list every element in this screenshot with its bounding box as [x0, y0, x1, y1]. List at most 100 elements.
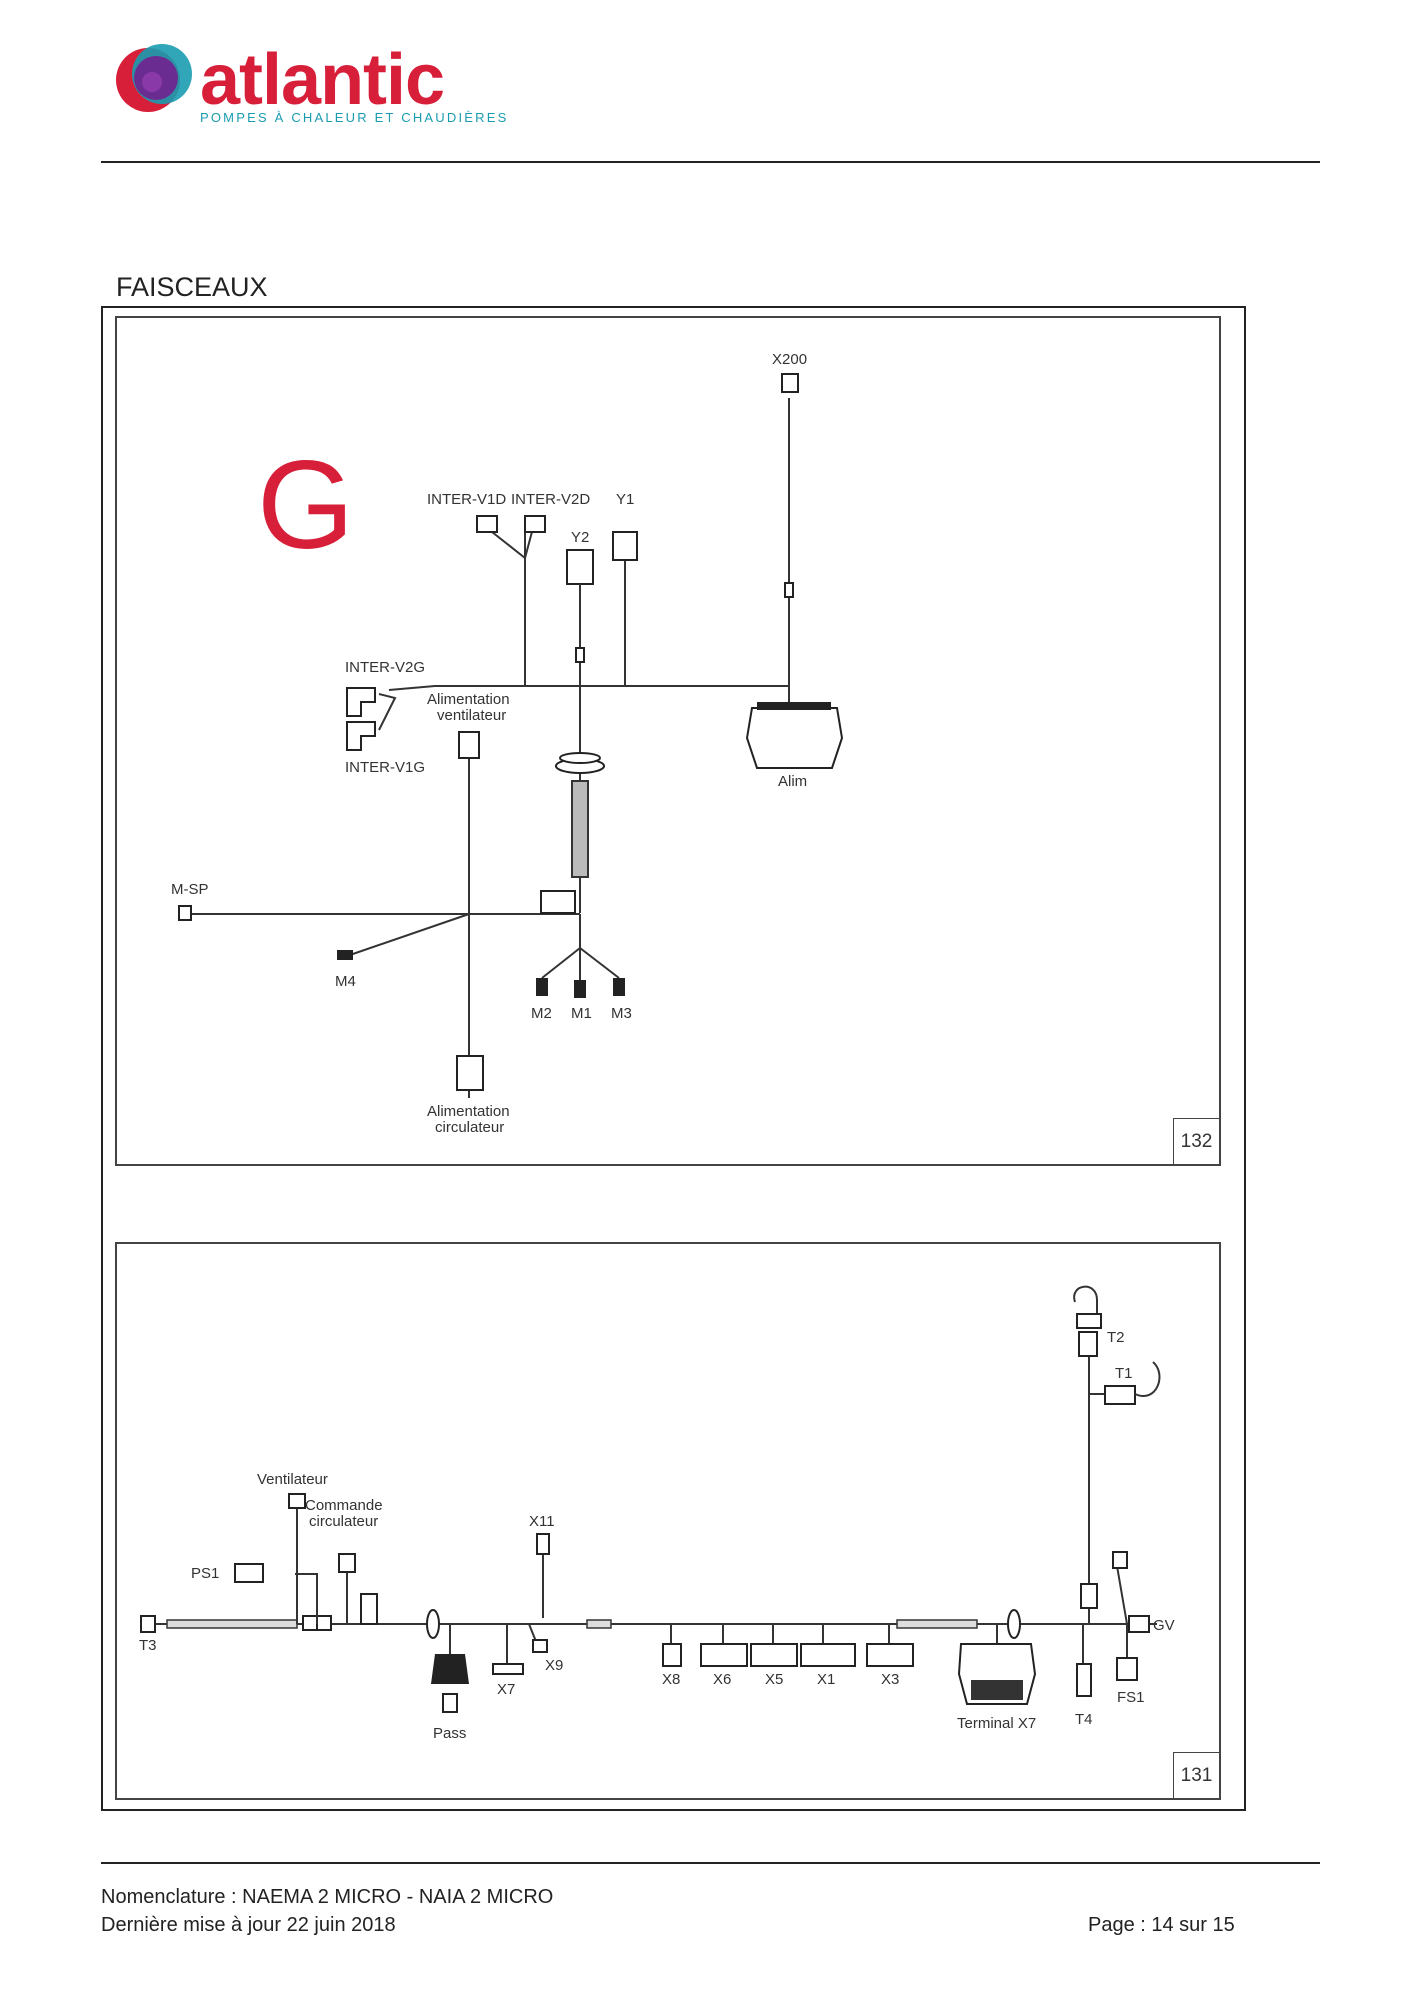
wire-m4 [346, 913, 470, 957]
label-x3: X3 [881, 1671, 899, 1688]
label-alim: Alim [778, 773, 807, 790]
wire-board-connectors [670, 1624, 890, 1644]
inter-v1g-connector [346, 721, 376, 751]
label-x5: X5 [765, 1671, 783, 1688]
label-t1: T1 [1115, 1365, 1133, 1382]
harness-diagram-131: T3 PS1 Ventilateur Commande circulateur … [115, 1242, 1221, 1800]
fs1-connector [1116, 1657, 1138, 1681]
alim-pins [757, 702, 831, 710]
label-msp: M-SP [171, 881, 209, 898]
grommet-left [426, 1609, 440, 1639]
label-m1: M1 [571, 1005, 592, 1022]
alim-circ-connector [456, 1055, 484, 1091]
label-x200: X200 [772, 351, 807, 368]
upper-clip [1112, 1551, 1128, 1569]
y1-connector [612, 531, 638, 561]
logo-mark-icon [116, 44, 192, 112]
brand-name: atlantic [200, 40, 445, 120]
diagram-frame [101, 306, 1246, 1811]
x200-connector [781, 373, 799, 393]
label-inter-v2g: INTER-V2G [345, 659, 425, 676]
t-splice [1080, 1583, 1098, 1609]
panel-number-131: 131 [1173, 1752, 1219, 1798]
inline-splice [784, 582, 794, 598]
x8-connector [662, 1643, 682, 1667]
wire-inter-v-g-fork [378, 693, 397, 731]
t4-connector [1076, 1663, 1092, 1697]
label-y1: Y1 [616, 491, 634, 508]
label-x1: X1 [817, 1671, 835, 1688]
gv-connector [1128, 1615, 1150, 1633]
alim-vent-connector [458, 731, 480, 759]
splice-box-b [316, 1615, 332, 1631]
wire-inter-v-g [388, 685, 436, 691]
t1-cable [1134, 1361, 1161, 1397]
harness-131-drawing: T3 PS1 Ventilateur Commande circulateur … [139, 1285, 1175, 1742]
x5-connector [750, 1643, 798, 1667]
t1-connector [1104, 1385, 1136, 1405]
footer-nomenclature: Nomenclature : NAEMA 2 MICRO - NAIA 2 MI… [101, 1886, 554, 1908]
label-x11: X11 [529, 1513, 555, 1530]
label-commande-1: Commande [305, 1497, 383, 1514]
footer-divider [101, 1862, 1320, 1864]
brand-tagline: POMPES À CHALEUR ET CHAUDIÈRES [200, 110, 509, 125]
variant-letter: G [257, 436, 354, 575]
m3-connector [613, 978, 625, 996]
x11-connector [536, 1533, 550, 1555]
label-t2: T2 [1107, 1329, 1125, 1346]
board-connector [360, 1593, 378, 1625]
inter-v1d-connector [476, 515, 498, 533]
commande-connector [338, 1553, 356, 1573]
alim-connector [745, 707, 844, 769]
splice-1 [586, 1619, 612, 1629]
m2-connector [536, 978, 548, 996]
label-inter-v2d: INTER-V2D [511, 491, 590, 508]
label-commande-2: circulateur [309, 1513, 378, 1530]
footer-page-number: Page : 14 sur 15 [1088, 1914, 1235, 1936]
sleeve-right [896, 1619, 978, 1629]
panel-number-132: 132 [1173, 1118, 1219, 1164]
label-alim-vent-2: ventilateur [437, 707, 506, 724]
label-inter-v1g: INTER-V1G [345, 759, 425, 776]
t3-connector [140, 1615, 156, 1633]
label-fs1: FS1 [1117, 1689, 1145, 1706]
x6-connector [700, 1643, 748, 1667]
label-alim-vent-1: Alimentation [427, 691, 510, 708]
x3-connector [866, 1643, 914, 1667]
label-x9: X9 [545, 1657, 563, 1674]
inter-v2g-connector [346, 687, 376, 717]
sleeve-left [166, 1619, 298, 1629]
label-x8: X8 [662, 1671, 680, 1688]
label-terminal-x7: Terminal X7 [957, 1715, 1036, 1732]
wire-motors [541, 914, 620, 980]
harness-g-drawing: G X200 Alim INTER-V1D INTER-V2D Y1 Y2 [171, 351, 844, 1136]
label-ventilateur: Ventilateur [257, 1471, 328, 1488]
y2-splice [575, 647, 585, 663]
label-t3: T3 [139, 1637, 157, 1654]
label-ps1: PS1 [191, 1565, 219, 1582]
label-y2: Y2 [571, 529, 589, 546]
grommet-right [1007, 1609, 1021, 1639]
section-title: FAISCEAUX [116, 272, 268, 302]
protective-sleeve [571, 780, 589, 878]
harness-diagram-132: G X200 Alim INTER-V1D INTER-V2D Y1 Y2 [115, 316, 1221, 1166]
pass-connector [431, 1654, 469, 1684]
ventilateur-connector [288, 1493, 306, 1509]
label-x6: X6 [713, 1671, 731, 1688]
header-divider [101, 161, 1320, 163]
grommet-ring-top [559, 752, 601, 764]
label-inter-v1d: INTER-V1D [427, 491, 506, 508]
x9-connector [532, 1639, 548, 1653]
wire-ps1 [295, 1573, 318, 1624]
label-alim-circ-2: circulateur [435, 1119, 504, 1136]
label-gv: GV [1153, 1617, 1175, 1634]
t2-cable [1073, 1285, 1098, 1314]
splice-box-a [302, 1615, 318, 1631]
x1-connector [800, 1643, 856, 1667]
footer-update-date: Dernière mise à jour 22 juin 2018 [101, 1914, 396, 1936]
m4-connector [337, 950, 353, 960]
wire-fs1-upper [1116, 1565, 1128, 1625]
relay-box [540, 890, 576, 914]
label-t4: T4 [1075, 1711, 1093, 1728]
pass-plug [442, 1693, 458, 1713]
